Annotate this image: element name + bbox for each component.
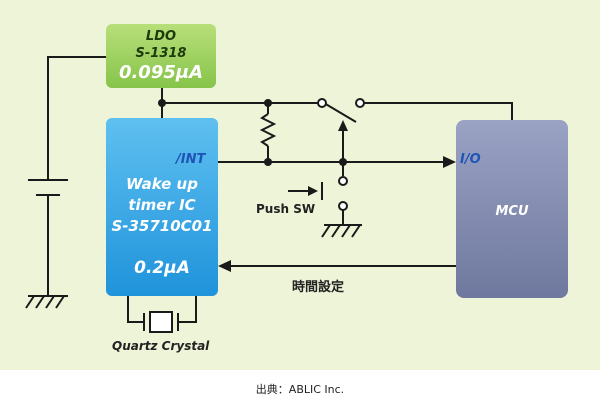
int-pin-label: /INT — [176, 152, 206, 167]
switch-terminal — [317, 98, 327, 108]
time-setting-arrow-head — [218, 260, 231, 272]
crystal-wire-right — [178, 296, 197, 323]
push-switch-label: Push SW — [256, 202, 316, 216]
ldo-block: LDO S-1318 0.095μA — [106, 24, 216, 88]
switch-actuator-arrow — [338, 120, 348, 131]
junction-dot — [264, 99, 272, 107]
push-switch-terminal — [338, 201, 348, 211]
int-arrow-head — [443, 156, 456, 168]
timer-ic-line2: timer IC — [128, 196, 196, 214]
mcu-power-wire — [362, 102, 513, 120]
timer-ic-line1: Wake up — [126, 175, 198, 193]
crystal-wire-left — [127, 296, 144, 323]
push-switch-arrow-head — [308, 186, 318, 196]
quartz-crystal-label: Quartz Crystal — [112, 339, 210, 353]
switch-blade — [323, 102, 357, 123]
junction-dot — [339, 158, 347, 166]
supply-wire — [47, 56, 106, 180]
timer-ic-current: 0.2μA — [134, 258, 190, 278]
circuit-wiring — [25, 56, 513, 333]
source-caption: 出典：ABLIC Inc. — [255, 383, 345, 396]
push-switch-terminal — [338, 176, 348, 186]
io-pin-label: I/O — [460, 152, 481, 167]
wake-up-timer-block: Wake up timer IC S-35710C01 0.2μA — [106, 118, 218, 296]
pullup-resistor — [259, 113, 277, 147]
timer-ic-name: Wake up timer IC S-35710C01 — [106, 174, 218, 237]
ldo-current: 0.095μA — [118, 62, 204, 83]
mcu-label: MCU — [495, 204, 529, 219]
junction-dot — [158, 99, 166, 107]
ldo-part-number: S-1318 — [135, 46, 187, 61]
ldo-title: LDO — [145, 29, 177, 44]
timer-ic-part-number: S-35710C01 — [111, 217, 213, 235]
switch-terminal — [355, 98, 365, 108]
time-setting-label: 時間設定 — [292, 280, 345, 295]
junction-dot — [264, 158, 272, 166]
crystal-body — [149, 311, 173, 333]
mcu-block: MCU — [456, 120, 568, 298]
